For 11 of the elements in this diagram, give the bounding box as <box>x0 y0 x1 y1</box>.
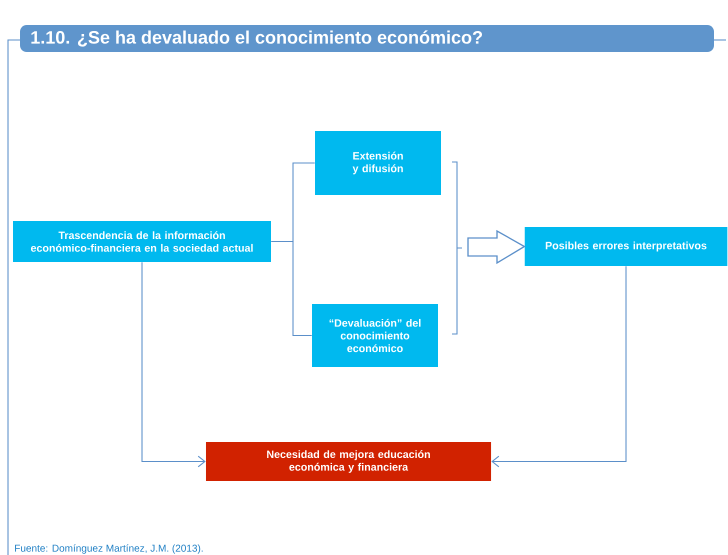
connector <box>271 240 312 336</box>
block-arrow <box>467 230 526 264</box>
process-box: Extensión y difusión <box>315 131 441 195</box>
process-box: Posibles errores interpretativos <box>524 227 728 266</box>
connector <box>491 266 627 468</box>
connector <box>141 262 206 468</box>
process-box: Trascendencia de la información económico-financiera en la sociedad actual <box>13 220 271 262</box>
source-note: Fuente: Domínguez Martínez, J.M. (2013). <box>15 544 203 554</box>
title-banner: 1.10. ¿Se ha devaluado el conocimiento económico? <box>20 25 714 52</box>
process-box: Necesidad de mejora educación económica y financiera <box>206 442 492 481</box>
process-box: “Devaluación” del conocimiento económico <box>312 304 438 367</box>
